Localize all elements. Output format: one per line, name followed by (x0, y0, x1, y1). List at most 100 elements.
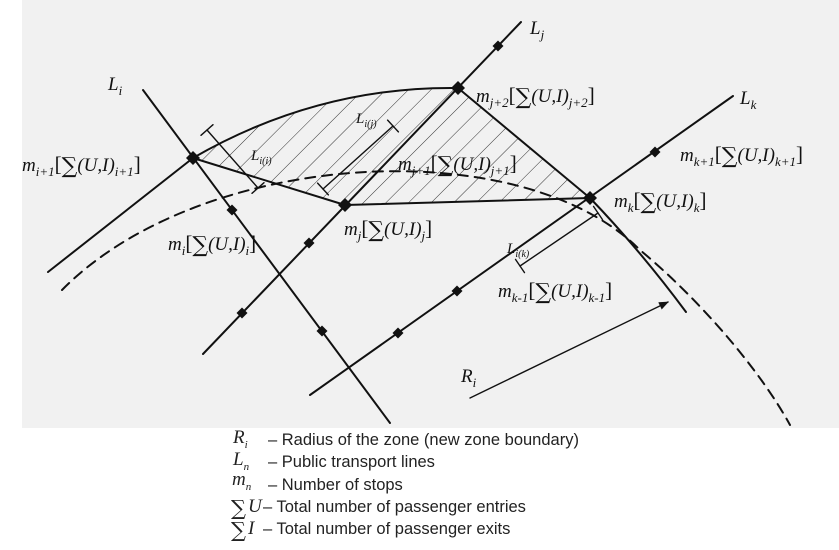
line-label-Lk: Lk (739, 88, 757, 112)
bracket-open: [ (431, 151, 438, 175)
distance-line (206, 129, 259, 189)
stop-marker (649, 146, 661, 158)
legend-description: – Total number of passenger entries (263, 498, 526, 516)
distance-symbol: L (355, 111, 364, 127)
entries-exits-pair: (U,I) (77, 155, 114, 176)
legend-description: – Number of stops (268, 476, 403, 494)
stop-symbol: m (22, 155, 36, 176)
bracket-open: [ (509, 83, 516, 107)
distance-symbol: L (250, 148, 259, 164)
distance-Lik (514, 205, 604, 274)
distance-tick (200, 123, 214, 137)
legend-description: – Radius of the zone (new zone boundary) (268, 431, 579, 449)
stop-label-mi1: mi+1[∑(U,I)i+1] (22, 152, 141, 179)
line-subscript: j (539, 27, 545, 42)
line-Lk (309, 95, 734, 396)
legend-symbol-main: L (232, 449, 244, 470)
legend-symbol: mn (232, 469, 252, 493)
stop-marker (303, 237, 315, 249)
distance-tick (316, 182, 330, 196)
line-subscript: i (119, 83, 123, 98)
stop-marker (451, 285, 463, 297)
stop-index: i (182, 243, 186, 258)
stop-label-mj2: mj+2[∑(U,I)j+2] (476, 83, 595, 110)
legend-symbol-sub: n (244, 461, 250, 473)
stop-index: k (628, 200, 634, 215)
stop-index: k+1 (694, 154, 715, 169)
bracket-open: [ (55, 152, 62, 176)
legend-row-exits: ∑I – Total number of passenger exits (231, 518, 510, 542)
pair-index: j+1 (489, 163, 510, 178)
legend-symbol: Ln (232, 449, 250, 473)
stop-node-mj (338, 198, 352, 212)
diagram-panel (22, 0, 839, 428)
sum-sign: ∑ (516, 85, 532, 110)
bracket-close: ] (605, 278, 612, 302)
distance-tick (251, 181, 265, 195)
stop-node-mi1 (186, 151, 200, 165)
legend-symbol-main: R (232, 427, 245, 448)
distance-tick (514, 258, 526, 274)
line-subscript: k (751, 97, 757, 112)
hatched-zone (193, 87, 590, 205)
line-label-Lj: Lj (529, 18, 545, 42)
distance-subscript: i(j) (364, 119, 377, 130)
pair-index: j (420, 228, 426, 243)
legend-symbol: ∑I (231, 518, 256, 542)
stop-index: j (356, 228, 362, 243)
legend-variable: U (248, 496, 263, 517)
link-mi1-mj (192, 157, 346, 206)
boundary-left-segment (47, 157, 194, 273)
stop-node-mk (583, 191, 597, 205)
sum-sign: ∑ (641, 190, 657, 215)
sum-sign: ∑ (722, 144, 738, 169)
line-symbol: L (739, 88, 751, 109)
stop-symbol: m (398, 154, 412, 175)
sum-sign: ∑ (62, 154, 78, 179)
stop-index: j+1 (410, 163, 431, 178)
distance-Lii (200, 123, 265, 195)
bracket-close: ] (796, 142, 803, 166)
pair-index: j+2 (567, 95, 588, 110)
radius-subscript: i (473, 375, 477, 390)
sum-sign: ∑ (192, 233, 208, 258)
stop-marker (492, 40, 504, 52)
stop-label-mi: mi[∑(U,I)i] (168, 231, 256, 258)
stop-symbol: m (498, 281, 512, 302)
radius-symbol: R (460, 366, 473, 387)
stop-symbol: m (614, 191, 628, 212)
pair-index: i (246, 243, 250, 258)
entries-exits-pair: (U,I) (656, 191, 693, 212)
bracket-close: ] (425, 216, 432, 240)
distance-line (519, 212, 599, 267)
stop-symbol: m (168, 234, 182, 255)
stop-index: k-1 (512, 290, 529, 305)
legend-sum-sign: ∑ (231, 518, 246, 542)
legend-row-stops: mn – Number of stops (232, 469, 403, 494)
bracket-open: [ (361, 216, 368, 240)
stop-symbol: m (344, 219, 358, 240)
line-label-Li: Li (107, 74, 123, 98)
bracket-close: ] (699, 188, 706, 212)
stop-symbol: m (476, 86, 490, 107)
entries-exits-pair: (U,I) (208, 234, 245, 255)
legend-symbol-sub: i (245, 439, 248, 451)
stop-marker (236, 307, 248, 319)
distance-label-Lij: Li(j) (355, 111, 377, 130)
sum-sign: ∑ (438, 153, 454, 178)
entries-exits-pair: (U,I) (531, 86, 568, 107)
pair-index: i+1 (115, 164, 134, 179)
sum-sign: ∑ (535, 280, 551, 305)
legend-sum-sign: ∑ (231, 496, 246, 520)
pair-index: k-1 (589, 290, 606, 305)
legend-row-entries: ∑U – Total number of passenger entries (231, 496, 526, 520)
stop-label-mj: mj[∑(U,I)j] (344, 216, 432, 243)
distance-label-Lii: Li(i) (250, 148, 272, 167)
bracket-open: [ (528, 278, 535, 302)
entries-exits-pair: (U,I) (551, 281, 588, 302)
distance-subscript: i(i) (259, 156, 272, 167)
bracket-close: ] (510, 151, 517, 175)
distance-tick (386, 119, 400, 133)
bracket-close: ] (249, 231, 256, 255)
